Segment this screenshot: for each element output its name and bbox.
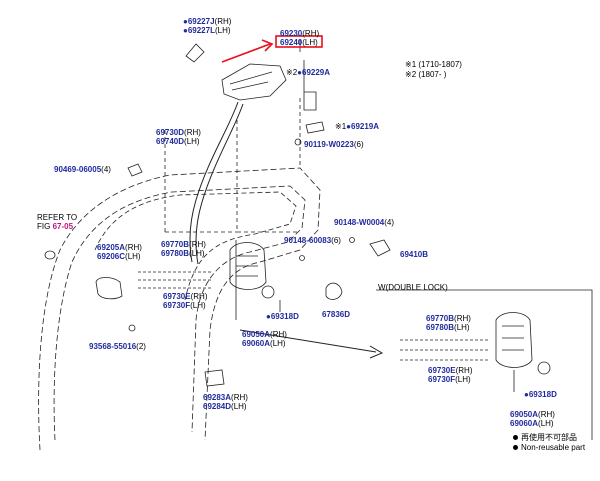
label-69730e-main[interactable]: 69730E(RH) 69730F(LH) bbox=[163, 292, 208, 310]
label-90148-60083[interactable]: 90148-60083(6) bbox=[284, 236, 341, 245]
label-69730e-inset[interactable]: 69730E(RH) 69730F(LH) bbox=[428, 366, 473, 384]
lock-detail bbox=[236, 255, 258, 277]
lock-rod bbox=[189, 101, 239, 263]
cable bbox=[138, 271, 212, 289]
bullet-icon bbox=[513, 445, 518, 451]
legend-item-en: Non-reusable part bbox=[513, 443, 585, 453]
label-69205[interactable]: 69205A(RH) 69206C(LH) bbox=[97, 243, 142, 261]
inside-handle bbox=[95, 277, 123, 300]
window-frame bbox=[94, 191, 297, 301]
handle-detail bbox=[229, 71, 273, 91]
label-69410[interactable]: 69410B bbox=[400, 250, 429, 259]
label-69318-inset[interactable]: ●69318D bbox=[524, 390, 557, 399]
label-69230[interactable]: 69230(RH) 69240(LH) bbox=[280, 29, 320, 47]
door-outline bbox=[38, 167, 321, 451]
label-69730d[interactable]: 69730D(RH) 69740D(LH) bbox=[156, 128, 201, 146]
legend-item-jp: 再使用不可部品 bbox=[513, 433, 577, 443]
cover-plate bbox=[204, 369, 225, 387]
label-67836[interactable]: 67836D bbox=[322, 310, 351, 319]
bullet-icon bbox=[513, 435, 518, 441]
inset-arrow bbox=[239, 329, 377, 353]
label-69770-main[interactable]: 69770B(RH) 69780B(LH) bbox=[161, 240, 206, 258]
note-line-2: ※2 (1807- ) bbox=[405, 70, 447, 79]
highlight-box bbox=[275, 35, 323, 48]
grommet-icon bbox=[44, 250, 56, 260]
highlight-arrow bbox=[221, 43, 271, 63]
door-inner-outline bbox=[53, 185, 306, 441]
inset-frame bbox=[376, 289, 593, 440]
label-93568[interactable]: 93568-55016(2) bbox=[89, 342, 146, 351]
clip-part bbox=[185, 43, 205, 63]
screw-icon bbox=[128, 324, 136, 332]
label-69227[interactable]: ●69227J(RH) ●69227L(LH) bbox=[183, 17, 232, 35]
cap-part bbox=[303, 91, 317, 111]
cover-part bbox=[305, 121, 325, 134]
label-69318-main[interactable]: ●69318D bbox=[266, 312, 299, 321]
label-90469[interactable]: 90469-06005(4) bbox=[54, 165, 111, 174]
label-69229[interactable]: ※2●69229A bbox=[286, 68, 331, 77]
inset-cable bbox=[400, 339, 490, 361]
inset-door-lock bbox=[495, 312, 533, 368]
guide-line bbox=[236, 120, 300, 233]
inset-arrow-head bbox=[369, 345, 384, 359]
lock-cover-icon bbox=[261, 285, 275, 299]
lock-rod bbox=[195, 103, 244, 265]
clip-icon bbox=[127, 163, 143, 177]
label-69219[interactable]: ※1●69219A bbox=[335, 122, 380, 131]
outside-handle bbox=[221, 63, 287, 101]
label-90119[interactable]: 90119-W0223(6) bbox=[304, 140, 364, 149]
label-69283[interactable]: 69283A(RH) 69284D(LH) bbox=[203, 393, 248, 411]
note-line-1: ※1 (1710-1807) bbox=[405, 60, 462, 69]
striker-icon bbox=[369, 239, 391, 257]
label-69050-inset[interactable]: 69050A(RH) 69060A(LH) bbox=[510, 410, 555, 428]
inset-lock-cover-icon bbox=[537, 361, 551, 375]
label-69770-inset[interactable]: 69770B(RH) 69780B(LH) bbox=[426, 314, 471, 332]
bolt-icon bbox=[294, 138, 302, 146]
label-90148-w0004[interactable]: 90148-W0004(4) bbox=[334, 218, 395, 227]
lock-detail bbox=[502, 325, 524, 351]
screw-icon bbox=[349, 237, 355, 243]
label-69050-main[interactable]: 69050A(RH) 69060A(LH) bbox=[242, 330, 287, 348]
seal-icon bbox=[325, 282, 343, 300]
refer-to-fig[interactable]: REFER TO FIG 67-05 bbox=[37, 213, 78, 231]
screw-icon bbox=[299, 255, 305, 261]
highlight-arrowhead bbox=[261, 39, 274, 52]
label-double-lock: W(DOUBLE LOCK) bbox=[378, 283, 448, 292]
